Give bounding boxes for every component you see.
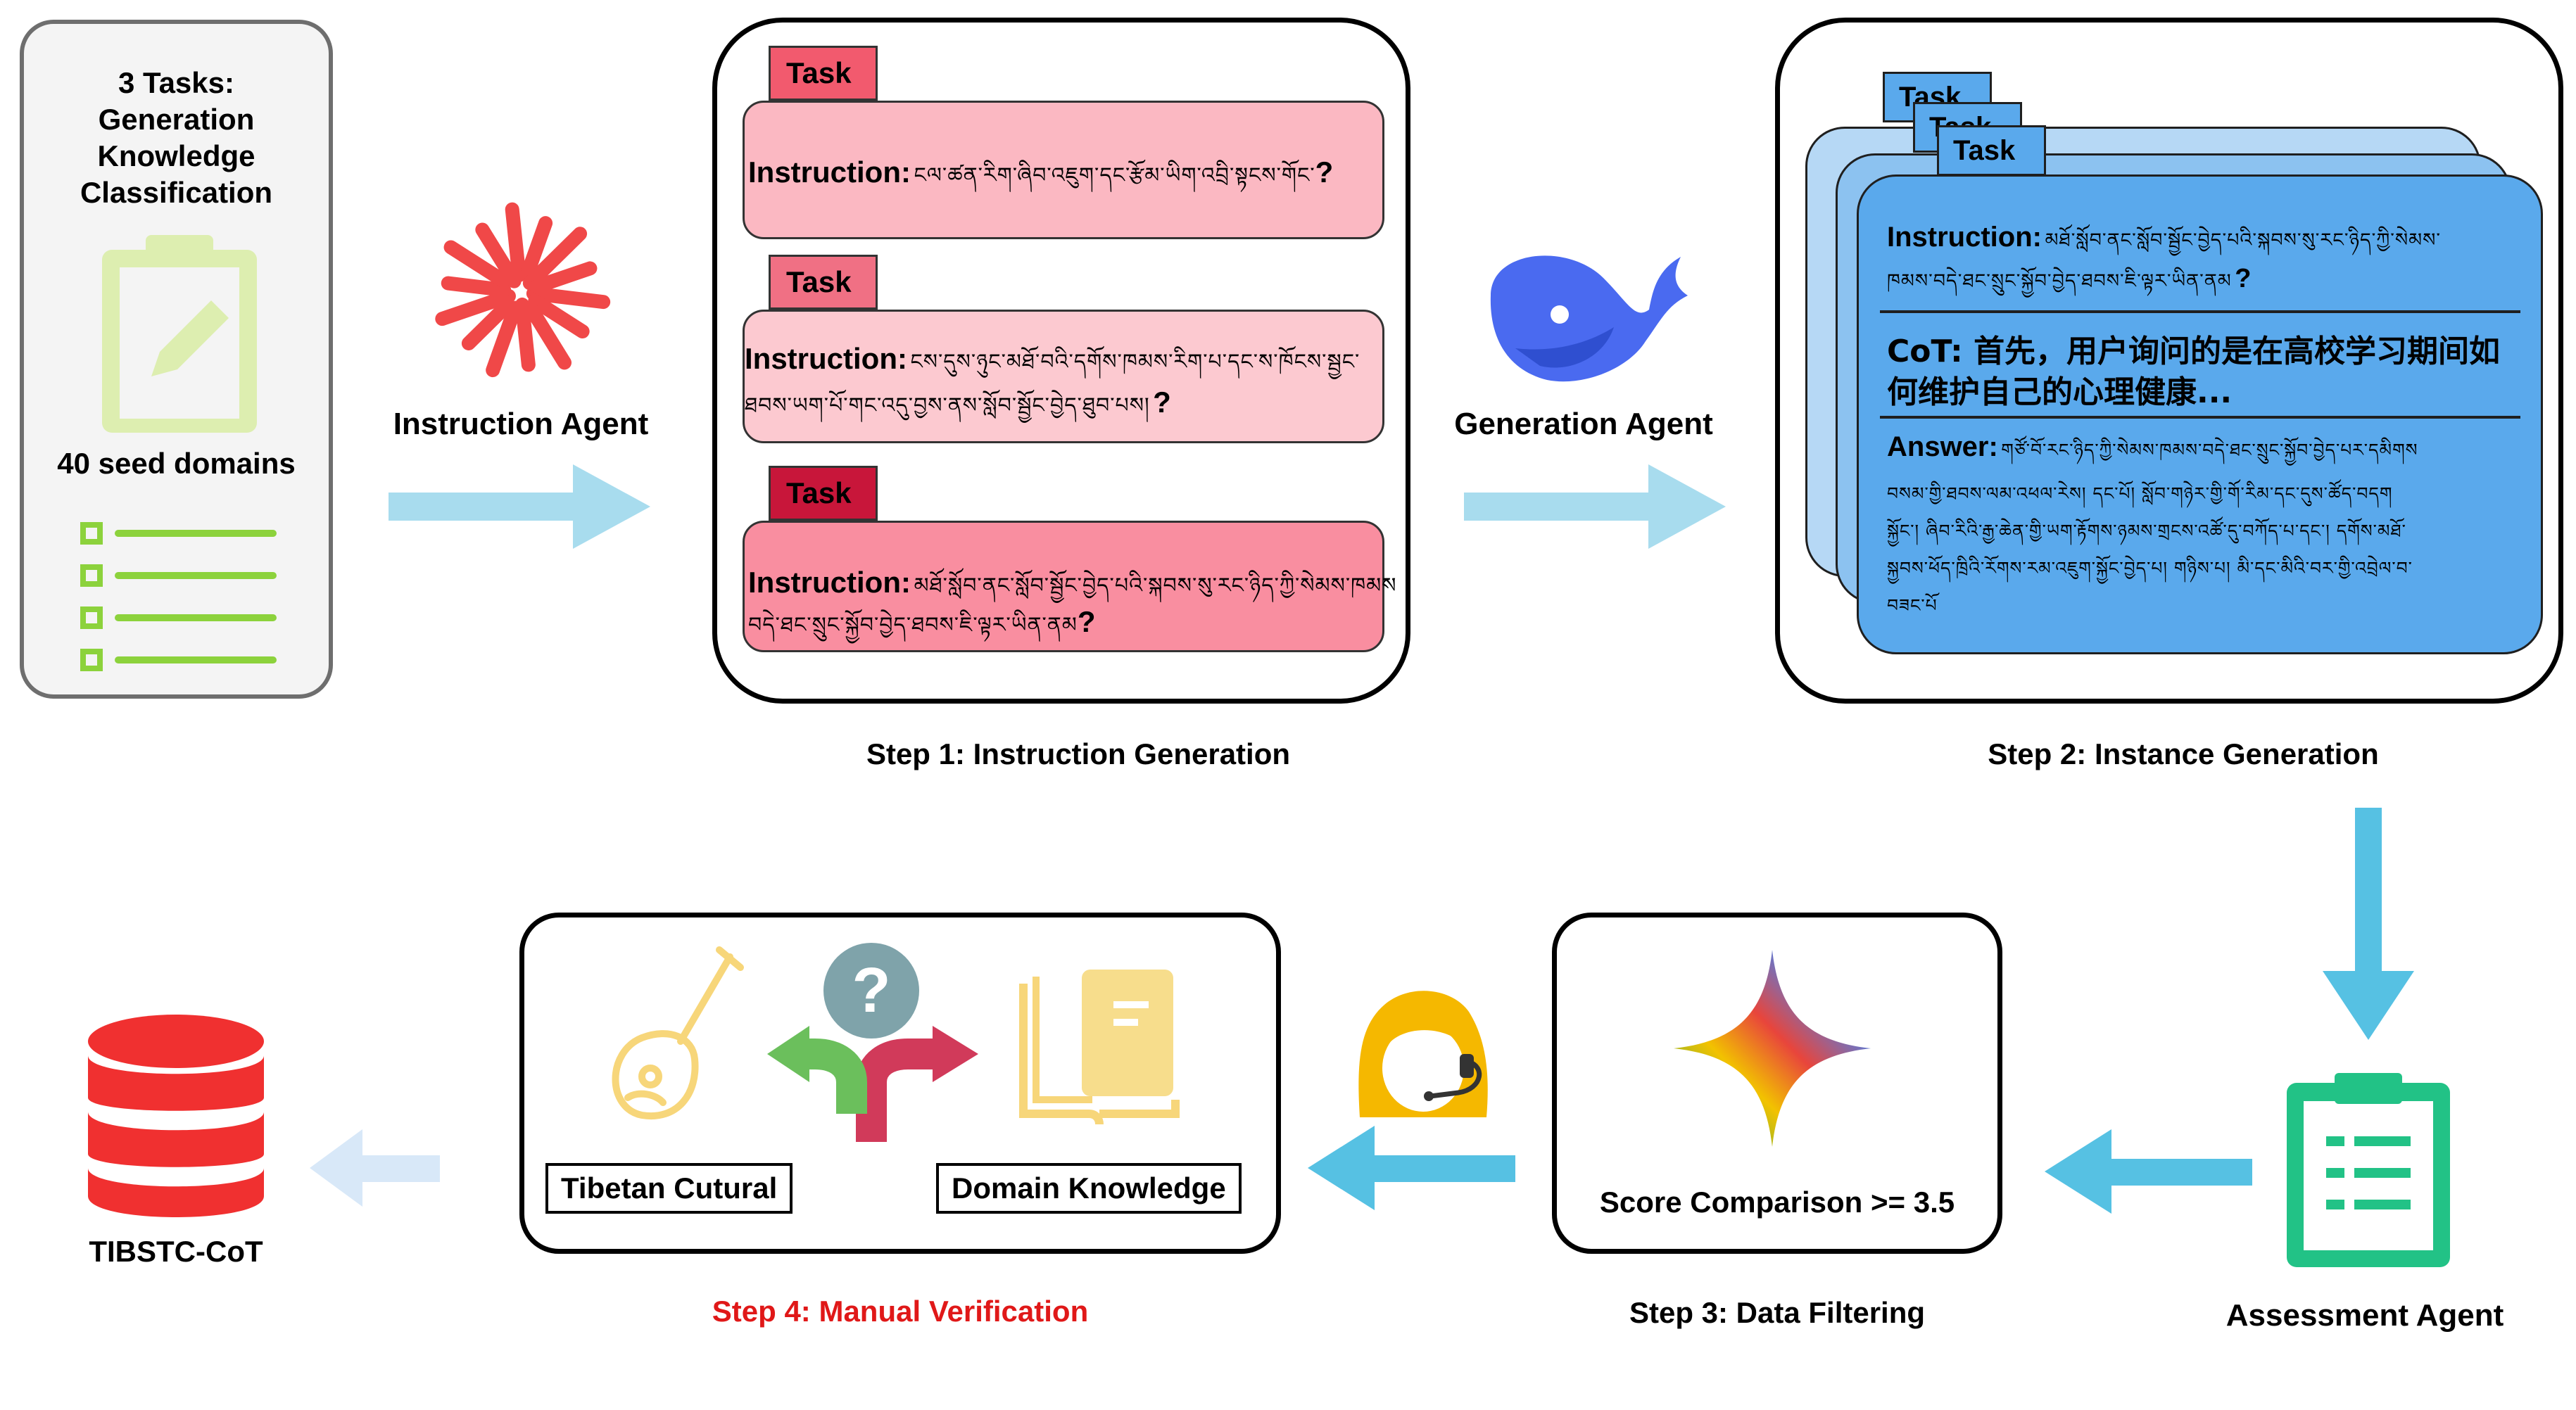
starburst-ray	[524, 303, 572, 370]
lute-icon	[612, 946, 744, 1120]
arrow-down	[2323, 808, 2414, 1040]
starburst-ray	[435, 288, 516, 326]
output-dataset-label: TIBSTC-CoT	[89, 1235, 263, 1268]
task-tab: Task	[769, 466, 878, 521]
starburst-ray	[505, 202, 526, 283]
starburst-ray	[514, 297, 536, 372]
score-comparison-label: Score Comparison >= 3.5	[1599, 1186, 1955, 1219]
step1-label: Step 1: Instruction Generation	[866, 737, 1291, 770]
arrow-right	[1464, 464, 1726, 549]
task-tab: Task	[769, 255, 878, 310]
starburst-ray	[526, 286, 611, 310]
assessment-agent-label: Assessment Agent	[2225, 1298, 2504, 1333]
step4-label: Step 4: Manual Verification	[712, 1295, 1089, 1328]
instruction-agent-label: Instruction Agent	[393, 407, 649, 441]
svg-text:?: ?	[852, 955, 891, 1026]
instance-card: Instruction: མཐོ་སློབ་ནང་སློབ་སྦྱོང་བྱེད…	[1857, 174, 2543, 654]
arrow-left-faint	[310, 1129, 440, 1207]
starburst-ray	[522, 227, 588, 291]
decision-arrows-icon: ?	[767, 943, 978, 1142]
starburst-ray	[529, 261, 598, 294]
starburst-icon	[435, 202, 611, 378]
starburst-ray	[441, 276, 512, 298]
starburst-ray	[486, 300, 522, 378]
instruction-box: Instruction: ངལ་ཚན་རིག་ཞིབ་འཇུག་དང་རྩོམ་…	[743, 101, 1384, 239]
starburst-ray	[521, 216, 553, 279]
starburst-ray	[528, 293, 590, 339]
database-icon	[88, 1015, 264, 1217]
book-icon	[1019, 970, 1180, 1125]
whale-icon	[1490, 255, 1688, 382]
annotator-icon	[1358, 991, 1488, 1117]
gemini-sparkle-icon	[1674, 950, 1871, 1147]
divider	[1880, 416, 2520, 419]
tibetan-cultural-box: Tibetan Cutural	[545, 1163, 793, 1214]
step2-label: Step 2: Instance Generation	[1988, 737, 2379, 770]
instruction-box: Instruction: མཐོ་སློབ་ནང་སློབ་སྦྱོང་བྱེད…	[743, 521, 1396, 652]
arrow-right	[389, 464, 650, 549]
arrow-left	[1308, 1126, 1515, 1210]
arrow-left	[2045, 1129, 2252, 1214]
starburst-ray	[443, 240, 510, 288]
seed-domains-label: 40 seed domains	[57, 447, 296, 480]
assessment-clipboard-icon	[2287, 1073, 2450, 1267]
starburst-ray	[461, 300, 513, 350]
clipboard-edit-icon	[102, 235, 257, 433]
divider	[1880, 310, 2520, 313]
generation-agent-label: Generation Agent	[1454, 407, 1713, 441]
instruction-box: Instruction: ངས་དུས་ཉུང་མཐོ་བའི་དགོས་ཁམས…	[743, 310, 1384, 443]
domain-knowledge-box: Domain Knowledge	[936, 1163, 1242, 1214]
seed-title: 3 Tasks: Generation Knowledge Classifica…	[80, 66, 273, 209]
step3-label: Step 3: Data Filtering	[1629, 1296, 1926, 1329]
starburst-ray	[475, 222, 522, 288]
checklist-icon	[80, 522, 277, 671]
task-tab: Task	[1937, 125, 2046, 176]
task-tab: Task	[769, 46, 878, 101]
